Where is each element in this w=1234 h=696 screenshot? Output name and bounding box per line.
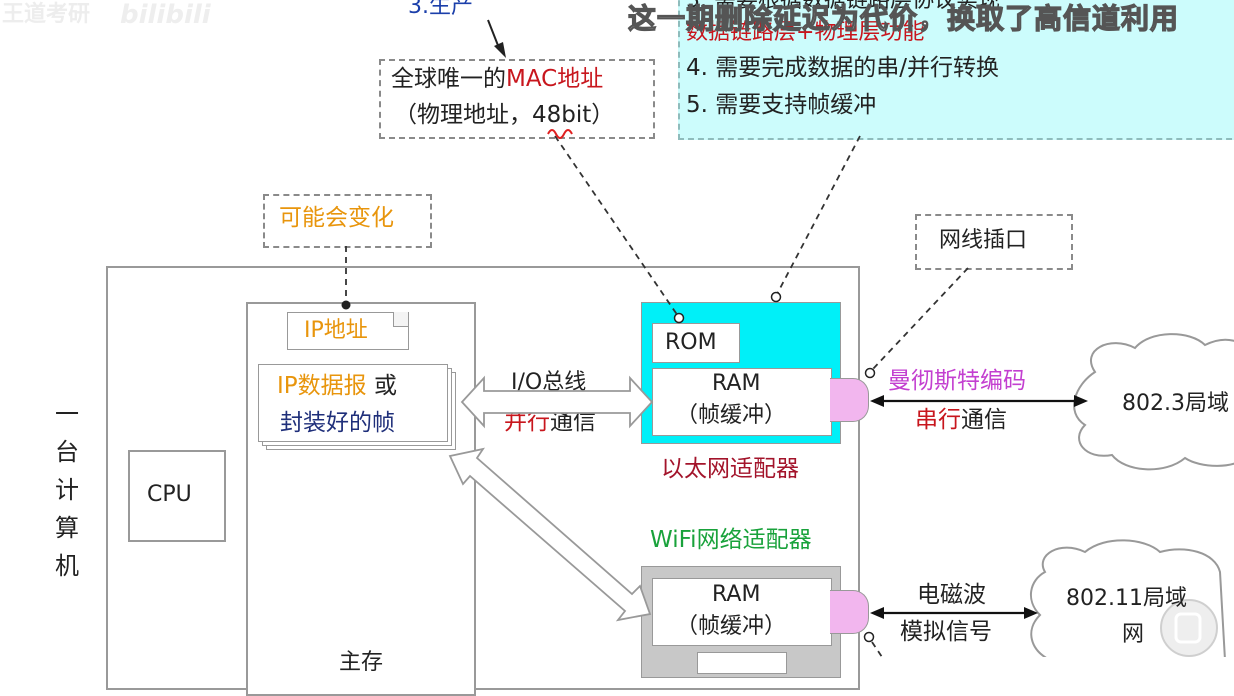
info-line-4: 4. 需要完成数据的串/并行转换 — [686, 55, 1000, 81]
ethernet-adapter-label: 以太网适配器 — [661, 456, 799, 482]
wifi-sub-box — [697, 652, 787, 674]
info-box — [678, 0, 1234, 140]
cpu-label: CPU — [147, 482, 192, 507]
ip-address-doc — [287, 312, 409, 350]
info-line-1: 3. 需要根据数据链路层协议实现 — [686, 0, 1000, 13]
ip-address-label: IP地址 — [304, 318, 368, 343]
video-subtitle: 这一期删除延迟为代价，换取了高信道利用 — [627, 1, 1180, 35]
lan-80211-label-1: 802.11局域 — [1066, 586, 1187, 611]
datagram-line-2: 封装好的帧 — [280, 410, 395, 436]
mac-line-2: （物理地址，48bit） — [394, 102, 615, 128]
parallel-label: 并行通信 — [504, 409, 596, 437]
datagram-doc — [258, 364, 448, 442]
cable-port-label: 网线插口 — [939, 228, 1028, 253]
datagram-text-b: 或 — [366, 373, 397, 399]
cable-port-box — [915, 214, 1073, 270]
wifi-ram-line-1: RAM — [712, 582, 761, 607]
serial-label: 串行通信 — [915, 407, 1007, 435]
em-wave-label: 电磁波 — [917, 582, 986, 608]
info-line-2: 数据链路层+物理层功能 — [686, 20, 925, 45]
info-line-5: 5. 需要支持帧缓冲 — [686, 92, 877, 118]
main-memory-box — [246, 302, 476, 696]
vlabel-char-4: 算 — [55, 514, 79, 542]
ethernet-port — [830, 378, 869, 422]
mac-line-1: 全球唯一的MAC地址 — [391, 66, 603, 94]
ip-doc-fold — [393, 312, 408, 327]
may-change-label: 可能会变化 — [279, 205, 394, 231]
analog-signal-label: 模拟信号 — [900, 619, 992, 645]
mac-line-1a: 全球唯一的 — [391, 66, 506, 92]
mac-line-1b: MAC地址 — [506, 66, 604, 92]
datagram-line-1: IP数据报 或 — [277, 373, 397, 401]
rom-label: ROM — [665, 330, 717, 355]
serial-text-b: 通信 — [961, 407, 1007, 433]
serial-text-a: 串行 — [915, 407, 961, 433]
eth-ram-line-2: （帧缓冲） — [676, 403, 787, 428]
vlabel-char-5: 机 — [55, 552, 79, 580]
vlabel-char-3: 计 — [55, 476, 79, 504]
vlabel-char-2: 台 — [55, 438, 79, 466]
lan-8023-label: 802.3局域 — [1122, 391, 1229, 416]
cpu-box — [128, 450, 226, 542]
produce-label: 3.生产 — [408, 0, 473, 19]
wifi-port — [830, 590, 869, 634]
bilibili-logo: bilibili — [120, 0, 211, 30]
lan-80211-label-2: 网 — [1122, 622, 1145, 647]
watermark-text: 王道考研 — [2, 2, 91, 27]
main-memory-label: 主存 — [339, 650, 384, 675]
eth-ram-line-1: RAM — [712, 371, 761, 396]
wifi-ram-line-2: （帧缓冲） — [676, 614, 787, 639]
rom-box — [652, 323, 740, 363]
may-change-box — [263, 194, 432, 248]
io-bus-label: I/O总线 — [511, 370, 587, 395]
computer-vertical-label: 一 台 计 算 机 — [52, 395, 82, 585]
wifi-adapter-label: WiFi网络适配器 — [650, 527, 812, 553]
manchester-label: 曼彻斯特编码 — [888, 368, 1026, 394]
mac-address-box — [379, 59, 655, 139]
parallel-text-a: 并行 — [504, 409, 550, 435]
parallel-text-b: 通信 — [550, 409, 596, 435]
datagram-text-a: IP数据报 — [277, 373, 367, 399]
vlabel-char-1: 一 — [55, 400, 79, 428]
